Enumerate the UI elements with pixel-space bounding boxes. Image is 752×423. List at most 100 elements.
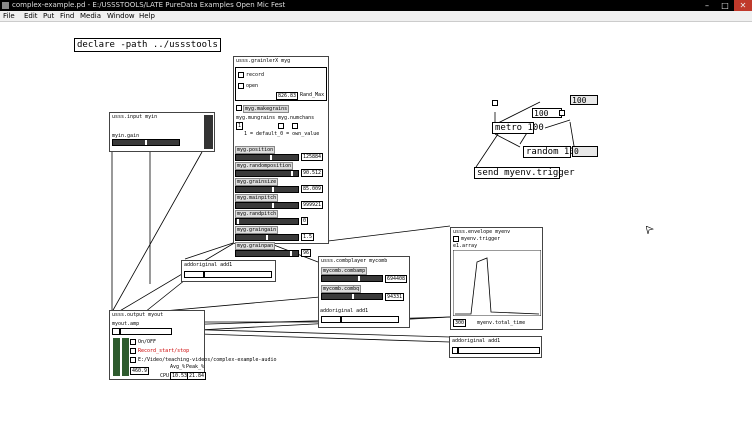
onoff-label: On/OFF (138, 339, 157, 345)
grain-param-label: myg.graingain (235, 226, 279, 234)
maximize-button[interactable]: □ (721, 1, 729, 10)
combplayer-addoriginal-label: addoriginal add1 (320, 308, 369, 314)
combamp-slider[interactable] (321, 275, 383, 282)
envelope-total-number[interactable]: 300 (453, 319, 467, 327)
default-label: 1 = default_0 = own_value (244, 131, 320, 137)
grain-param-number[interactable]: 90.512 (301, 169, 324, 177)
addoriginal-1-slider[interactable] (184, 271, 272, 278)
grain-param-number[interactable]: 999921 (301, 201, 324, 209)
envelope-array-graph[interactable] (453, 250, 541, 316)
random-object[interactable]: random 100 (523, 146, 580, 158)
envelope-title: usss.envelope myenv (453, 229, 511, 235)
metro-second-toggle[interactable] (559, 110, 565, 116)
input-title: usss.input myin (112, 114, 158, 120)
makegrains-toggle[interactable] (236, 105, 242, 111)
send-object[interactable]: send myenv.trigger (474, 167, 575, 179)
cpu-peak-number: 21.84 (187, 372, 207, 380)
grain-param-slider[interactable] (235, 218, 299, 225)
envelope-array-label: e1.array (453, 243, 478, 249)
patch-canvas[interactable]: declare -path ../ussstools 100 100 metro… (0, 22, 752, 423)
record-label: record (246, 72, 265, 78)
combq-slider[interactable] (321, 293, 383, 300)
numchans-x-toggle[interactable] (292, 123, 298, 129)
menu-media[interactable]: Media (80, 12, 102, 20)
menu-edit[interactable]: Edit (24, 12, 38, 20)
menu-bar: File Edit Put Find Media Window Help (0, 11, 752, 22)
record-toggle[interactable] (238, 72, 244, 78)
grain-param-label: myg.grainsize (235, 178, 279, 186)
addoriginal-3-title: addoriginal add1 (452, 338, 501, 344)
combq-number[interactable]: 94331 (385, 293, 405, 301)
grain-param-slider[interactable] (235, 170, 299, 177)
window-controls: – □ ✕ (698, 0, 752, 11)
envelope-abstraction: usss.envelope myenv myenv.trigger e1.arr… (450, 227, 543, 330)
envelope-trigger-toggle[interactable] (453, 236, 459, 242)
path-toggle[interactable] (130, 357, 136, 363)
onoff-toggle[interactable] (130, 339, 136, 345)
envelope-trigger-label: myenv.trigger (461, 236, 501, 242)
output-amp-label: myout.amp (112, 321, 140, 327)
metro-interval-number[interactable]: 100 (570, 95, 598, 105)
rand-max-label: Rand_Max (300, 92, 325, 98)
minimize-button[interactable]: – (705, 1, 709, 10)
random-output-number[interactable]: 0 (572, 146, 598, 157)
grain-param-slider[interactable] (235, 234, 299, 241)
output-level-number[interactable]: 460.9 (130, 367, 150, 375)
grain-param-label: myg.grainpan (235, 242, 276, 250)
numchans-label: myg.numchans (278, 115, 315, 121)
mungrains-label: myg.mungrains (236, 115, 276, 121)
grain-param-slider[interactable] (235, 202, 299, 209)
grain-param-label: myg.position (235, 146, 276, 154)
length-number[interactable]: 826.83 (276, 92, 299, 100)
menu-put[interactable]: Put (43, 12, 55, 20)
window-title: complex-example.pd - E:/USSSTOOLS/LATE P… (12, 1, 286, 9)
output-vu-meter-right (122, 338, 129, 376)
grain-param-number[interactable]: 85.009 (301, 185, 324, 193)
open-toggle[interactable] (238, 83, 244, 89)
declare-object[interactable]: declare -path ../ussstools (74, 38, 221, 52)
record-start-toggle[interactable] (130, 348, 136, 354)
avg-label: Avg_% (170, 364, 186, 370)
grain-param-number[interactable]: 1.5 (301, 233, 315, 241)
record-start-label: Record_start/stop (138, 348, 190, 354)
numchans-toggle[interactable] (278, 123, 284, 129)
title-bar: complex-example.pd - E:/USSSTOOLS/LATE P… (0, 0, 752, 11)
mungrains-number[interactable]: 1 (236, 122, 244, 130)
metro-object[interactable]: metro 100 (492, 122, 544, 134)
grain-param-number[interactable]: 125884 (301, 153, 324, 161)
combq-label: mycomb.combq (321, 285, 362, 293)
close-button[interactable]: ✕ (734, 0, 752, 11)
combamp-number[interactable]: 694408 (385, 275, 408, 283)
grain-param-number[interactable]: 0 (301, 217, 309, 225)
grain-param-label: myg.mainpitch (235, 194, 279, 202)
menu-file[interactable]: File (3, 12, 15, 20)
addoriginal-3: addoriginal add1 (449, 336, 542, 358)
grain-param-slider[interactable] (235, 186, 299, 193)
record-path-label: E:/Video/teaching-videos/complex-example… (138, 357, 277, 363)
cpu-label: CPU (160, 373, 170, 379)
grainlerx-title: usss.grainlerX myg (236, 58, 291, 64)
menu-window[interactable]: Window (107, 12, 135, 20)
random-range-number[interactable]: 100 (532, 108, 562, 118)
addoriginal-1-title: addoriginal add1 (184, 262, 233, 268)
menu-find[interactable]: Find (60, 12, 75, 20)
combplayer-addoriginal-slider[interactable] (321, 316, 399, 323)
peak-label: Peak_% (186, 364, 205, 370)
pd-app-icon (2, 2, 9, 9)
input-gain-slider[interactable] (112, 139, 180, 146)
metro-toggle[interactable] (492, 100, 498, 106)
makegrains-label: myg.makegrains (243, 105, 290, 113)
input-gain-label: myin.gain (112, 133, 140, 139)
mouse-cursor-icon (646, 226, 654, 234)
combplayer-title: usss.combplayer mycomb (321, 258, 388, 264)
output-abstraction: usss.output myout myout.amp On/OFF Recor… (109, 310, 276, 380)
grain-param-number[interactable]: 96 (301, 249, 312, 257)
addoriginal-3-slider[interactable] (452, 347, 540, 354)
output-amp-slider[interactable] (112, 328, 172, 335)
grain-param-slider[interactable] (235, 154, 299, 161)
combamp-label: mycomb.combamp (321, 267, 368, 275)
grain-param-slider[interactable] (235, 250, 299, 257)
grain-param-label: myg.randomposition (235, 162, 294, 170)
input-vu-meter (204, 115, 213, 149)
menu-help[interactable]: Help (139, 12, 155, 20)
